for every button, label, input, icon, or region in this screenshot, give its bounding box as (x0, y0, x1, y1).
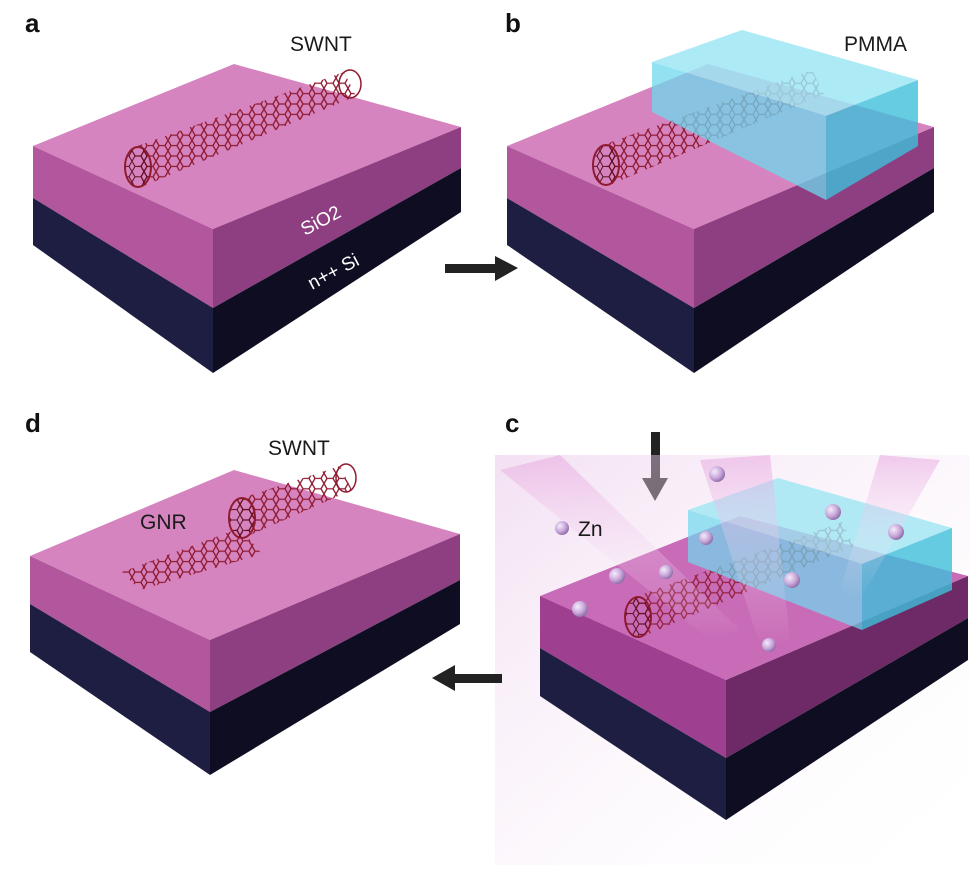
zn-atoms (555, 466, 904, 652)
panel-b: b PMMA (505, 8, 934, 373)
swnt-label-a: SWNT (290, 33, 352, 56)
zn-atom-icon (762, 638, 776, 652)
silicon-side-c (726, 618, 968, 820)
arrow-right-icon (445, 256, 518, 281)
zn-atom-icon (609, 568, 625, 584)
panel-letter-b: b (505, 8, 521, 38)
zn-atom-icon (784, 572, 800, 588)
oxide-side-c (726, 576, 968, 758)
zn-atom-icon (659, 565, 673, 579)
swnt-label-d: SWNT (268, 437, 330, 460)
silicon-side-a (213, 168, 461, 373)
oxide-front-c (540, 596, 726, 758)
zn-label: Zn (578, 518, 603, 541)
silicon-front-c (540, 648, 726, 820)
gnr-label: GNR (140, 511, 187, 534)
zn-atom-icon (709, 466, 725, 482)
silicon-side-d (210, 580, 460, 775)
oxide-side-b (694, 127, 934, 308)
oxide-front-b (507, 146, 694, 308)
panel-letter-a: a (25, 8, 40, 38)
oxide-side-a (213, 127, 461, 308)
zn-atom-icon (825, 504, 841, 520)
zn-atom-icon (555, 521, 569, 535)
silicon-front-b (507, 198, 694, 373)
zn-atom-icon (699, 531, 713, 545)
oxide-side-d (210, 534, 460, 712)
zn-atom-icon (888, 524, 904, 540)
silicon-side-b (694, 168, 934, 373)
panel-letter-d: d (25, 408, 41, 438)
graphene-nanoribbon (122, 528, 262, 590)
pmma-label: PMMA (844, 33, 907, 56)
arrow-left-icon (432, 665, 502, 691)
silicon-front-a (33, 198, 213, 373)
nanotube-a (124, 69, 362, 188)
oxide-front-a (33, 146, 213, 308)
panel-c: c (495, 408, 970, 865)
panel-d: d SWNT GNR (25, 408, 460, 775)
silicon-front-d (30, 604, 210, 775)
oxide-front-d (30, 556, 210, 712)
pmma-mask (652, 30, 918, 200)
panel-letter-c: c (505, 408, 519, 438)
zn-atom-icon (572, 601, 588, 617)
panel-a: a SWNT SiO2 n++ Si (25, 8, 461, 373)
nanotube-d (228, 463, 357, 539)
